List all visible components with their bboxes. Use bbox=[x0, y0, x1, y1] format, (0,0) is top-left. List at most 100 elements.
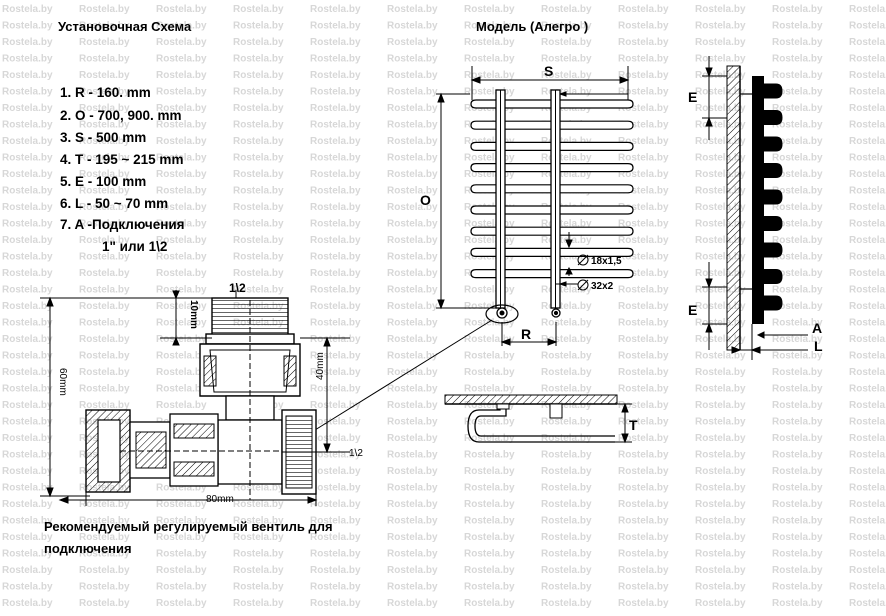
watermark-text: Rostela.by bbox=[772, 186, 823, 197]
dim-label-half-inch-top: 1\2 bbox=[229, 281, 246, 295]
watermark-text: Rostela.by bbox=[849, 433, 886, 444]
watermark-text: Rostela.by bbox=[849, 565, 886, 576]
watermark-text: Rostela.by bbox=[156, 54, 207, 65]
watermark-text: Rostela.by bbox=[772, 4, 823, 15]
dim-label-o: O bbox=[420, 192, 431, 208]
watermark-text: Rostela.by bbox=[79, 268, 130, 279]
watermark-text: Rostela.by bbox=[310, 37, 361, 48]
watermark-text: Rostela.by bbox=[772, 120, 823, 131]
watermark-text: Rostela.by bbox=[310, 136, 361, 147]
watermark-text: Rostela.by bbox=[464, 433, 515, 444]
spec-item: 5. E - 100 mm bbox=[60, 174, 146, 189]
watermark-text: Rostela.by bbox=[156, 70, 207, 81]
watermark-text: Rostela.by bbox=[541, 70, 592, 81]
watermark-text: Rostela.by bbox=[79, 318, 130, 329]
watermark-text: Rostela.by bbox=[464, 70, 515, 81]
watermark-text: Rostela.by bbox=[695, 400, 746, 411]
watermark-text: Rostela.by bbox=[772, 400, 823, 411]
watermark-text: Rostela.by bbox=[310, 417, 361, 428]
watermark-text: Rostela.by bbox=[464, 235, 515, 246]
watermark-text: Rostela.by bbox=[695, 516, 746, 527]
watermark-text: Rostela.by bbox=[618, 103, 669, 114]
watermark-text: Rostela.by bbox=[464, 21, 515, 32]
watermark-text: Rostela.by bbox=[156, 103, 207, 114]
watermark-text: Rostela.by bbox=[772, 466, 823, 477]
watermark-text: Rostela.by bbox=[233, 252, 284, 263]
watermark-text: Rostela.by bbox=[772, 103, 823, 114]
watermark-text: Rostela.by bbox=[310, 235, 361, 246]
watermark-text: Rostela.by bbox=[849, 54, 886, 65]
watermark-text: Rostela.by bbox=[233, 153, 284, 164]
watermark-text: Rostela.by bbox=[233, 532, 284, 543]
watermark-text: Rostela.by bbox=[233, 120, 284, 131]
watermark-text: Rostela.by bbox=[618, 87, 669, 98]
title-installation-scheme: Установочная Схема bbox=[58, 19, 192, 34]
watermark-text: Rostela.by bbox=[233, 219, 284, 230]
watermark-text: Rostela.by bbox=[464, 334, 515, 345]
watermark-text: Rostela.by bbox=[2, 351, 53, 362]
watermark-text: Rostela.by bbox=[387, 532, 438, 543]
watermark-text: Rostela.by bbox=[79, 334, 130, 345]
watermark-text: Rostela.by bbox=[387, 120, 438, 131]
watermark-text: Rostela.by bbox=[541, 334, 592, 345]
watermark-text: Rostela.by bbox=[772, 499, 823, 510]
watermark-text: Rostela.by bbox=[310, 202, 361, 213]
watermark-text: Rostela.by bbox=[541, 384, 592, 395]
watermark-text: Rostela.by bbox=[849, 318, 886, 329]
watermark-text: Rostela.by bbox=[156, 367, 207, 378]
watermark-text: Rostela.by bbox=[387, 252, 438, 263]
watermark-text: Rostela.by bbox=[310, 285, 361, 296]
watermark-text: Rostela.by bbox=[772, 153, 823, 164]
watermark-text: Rostela.by bbox=[310, 120, 361, 131]
watermark-text: Rostela.by bbox=[541, 21, 592, 32]
watermark-text: Rostela.by bbox=[541, 285, 592, 296]
watermark-text: Rostela.by bbox=[233, 136, 284, 147]
watermark-text: Rostela.by bbox=[695, 186, 746, 197]
watermark-text: Rostela.by bbox=[2, 400, 53, 411]
spec-item: 4. T - 195 ~ 215 mm bbox=[60, 152, 183, 167]
watermark-text: Rostela.by bbox=[541, 483, 592, 494]
watermark-text: Rostela.by bbox=[618, 37, 669, 48]
watermark-text: Rostela.by bbox=[2, 301, 53, 312]
watermark-text: Rostela.by bbox=[772, 367, 823, 378]
watermark-text: Rostela.by bbox=[849, 367, 886, 378]
watermark-text: Rostela.by bbox=[541, 582, 592, 593]
watermark-text: Rostela.by bbox=[618, 4, 669, 15]
watermark-text: Rostela.by bbox=[849, 70, 886, 81]
dim-label-s: S bbox=[544, 63, 553, 79]
watermark-text: Rostela.by bbox=[464, 450, 515, 461]
watermark-text: Rostela.by bbox=[2, 87, 53, 98]
watermark-text: Rostela.by bbox=[2, 516, 53, 527]
watermark-text: Rostela.by bbox=[387, 582, 438, 593]
watermark-text: Rostela.by bbox=[695, 268, 746, 279]
watermark-text: Rostela.by bbox=[79, 499, 130, 510]
watermark-text: Rostela.by bbox=[849, 450, 886, 461]
watermark-text: Rostela.by bbox=[695, 103, 746, 114]
watermark-text: Rostela.by bbox=[310, 466, 361, 477]
watermark-text: Rostela.by bbox=[79, 37, 130, 48]
watermark-text: Rostela.by bbox=[2, 598, 53, 609]
watermark-text: Rostela.by bbox=[849, 532, 886, 543]
watermark-text: Rostela.by bbox=[2, 120, 53, 131]
side-fin bbox=[759, 242, 783, 258]
watermark-text: Rostela.by bbox=[310, 219, 361, 230]
watermark-text: Rostela.by bbox=[618, 235, 669, 246]
watermark-text: Rostela.by bbox=[772, 417, 823, 428]
watermark-text: Rostela.by bbox=[695, 598, 746, 609]
watermark-text: Rostela.by bbox=[2, 285, 53, 296]
spec-item: 1" или 1\2 bbox=[102, 239, 167, 254]
watermark-text: Rostela.by bbox=[156, 87, 207, 98]
watermark-text: Rostela.by bbox=[618, 466, 669, 477]
watermark-text: Rostela.by bbox=[156, 549, 207, 560]
watermark-text: Rostela.by bbox=[387, 186, 438, 197]
watermark-text: Rostela.by bbox=[79, 103, 130, 114]
watermark-text: Rostela.by bbox=[310, 400, 361, 411]
watermark-text: Rostela.by bbox=[772, 268, 823, 279]
watermark-text: Rostela.by bbox=[310, 169, 361, 180]
watermark-text: Rostela.by bbox=[2, 318, 53, 329]
watermark-text: Rostela.by bbox=[156, 334, 207, 345]
title-model: Модель (Алегро ) bbox=[476, 19, 588, 34]
watermark-text: Rostela.by bbox=[618, 318, 669, 329]
